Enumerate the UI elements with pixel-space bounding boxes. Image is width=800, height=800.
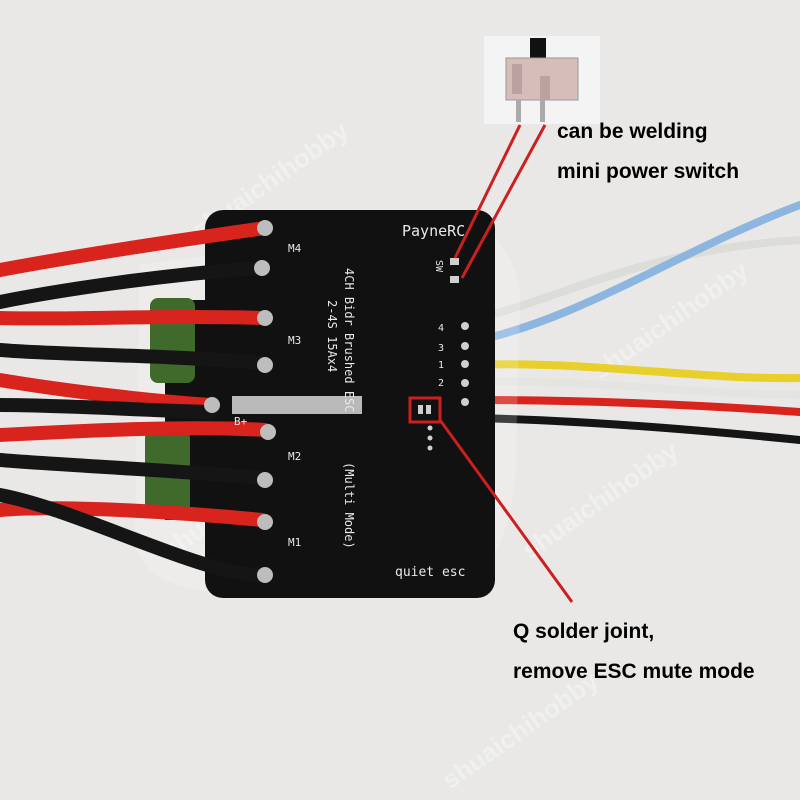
switch-caption-line2: mini power switch — [557, 160, 740, 183]
black-wire-m3 — [0, 343, 269, 370]
battery-bus — [232, 396, 362, 414]
spec-line-2: 2-4S 15Ax4 — [325, 300, 339, 372]
q-highlight-box — [408, 396, 442, 424]
signal-pins — [461, 322, 469, 406]
watermark-5: shuaichihobby — [436, 665, 604, 795]
channel-label-2: 2 — [438, 378, 444, 389]
red-wire-m4 — [0, 221, 272, 277]
spec-line-1: 4CH Bidr Brushed ESC — [342, 268, 356, 413]
motor-label-m3: M3 — [288, 334, 301, 347]
red-wire-m3 — [0, 310, 269, 326]
channel-label-3: 3 — [438, 343, 444, 354]
red-wire-bplus — [0, 373, 217, 412]
switch-pointer-a — [453, 124, 522, 259]
motor-label-m2: M2 — [288, 450, 301, 463]
spec-line-3: (Multi Mode) — [342, 462, 356, 549]
switch-pads — [450, 258, 459, 283]
q-caption-line2: remove ESC mute mode — [513, 660, 755, 683]
mini-switch-photo — [484, 36, 600, 124]
brand-label: PayneRC — [402, 222, 465, 240]
motor-label-m4: M4 — [288, 242, 302, 255]
switch-caption-line1: can be welding — [557, 120, 708, 143]
red-wire-m2 — [0, 421, 272, 442]
switch-pointer-b — [460, 124, 547, 279]
blue-wire — [466, 201, 800, 346]
white-wire — [466, 236, 800, 324]
black-wire-m4 — [0, 261, 265, 309]
signal-wires — [466, 201, 800, 444]
watermark-4: shuaichihobby — [516, 435, 684, 565]
switch-label: SW — [433, 260, 444, 273]
battery-label: B+ — [234, 415, 248, 428]
annotation-pointers — [438, 124, 574, 603]
q-solder-pads — [418, 405, 433, 451]
black-wire-m2 — [0, 453, 269, 485]
red-wire-m1 — [0, 501, 269, 527]
power-wires — [0, 221, 272, 582]
q-caption-line1: Q solder joint, — [513, 620, 655, 643]
yellow-wire — [466, 360, 800, 383]
motor-label-m1: M1 — [288, 536, 301, 549]
solder-pads — [204, 220, 276, 583]
white-wire-2 — [466, 377, 800, 399]
black-wire-bplus — [0, 398, 217, 419]
black-signal-wire — [466, 414, 800, 444]
red-signal-wire — [466, 396, 800, 416]
channel-label-4: 4 — [438, 323, 444, 334]
channel-label-1: 1 — [438, 360, 444, 371]
footer-label: quiet esc — [395, 565, 465, 580]
q-pointer — [438, 419, 574, 603]
black-wire-m1 — [0, 488, 269, 582]
